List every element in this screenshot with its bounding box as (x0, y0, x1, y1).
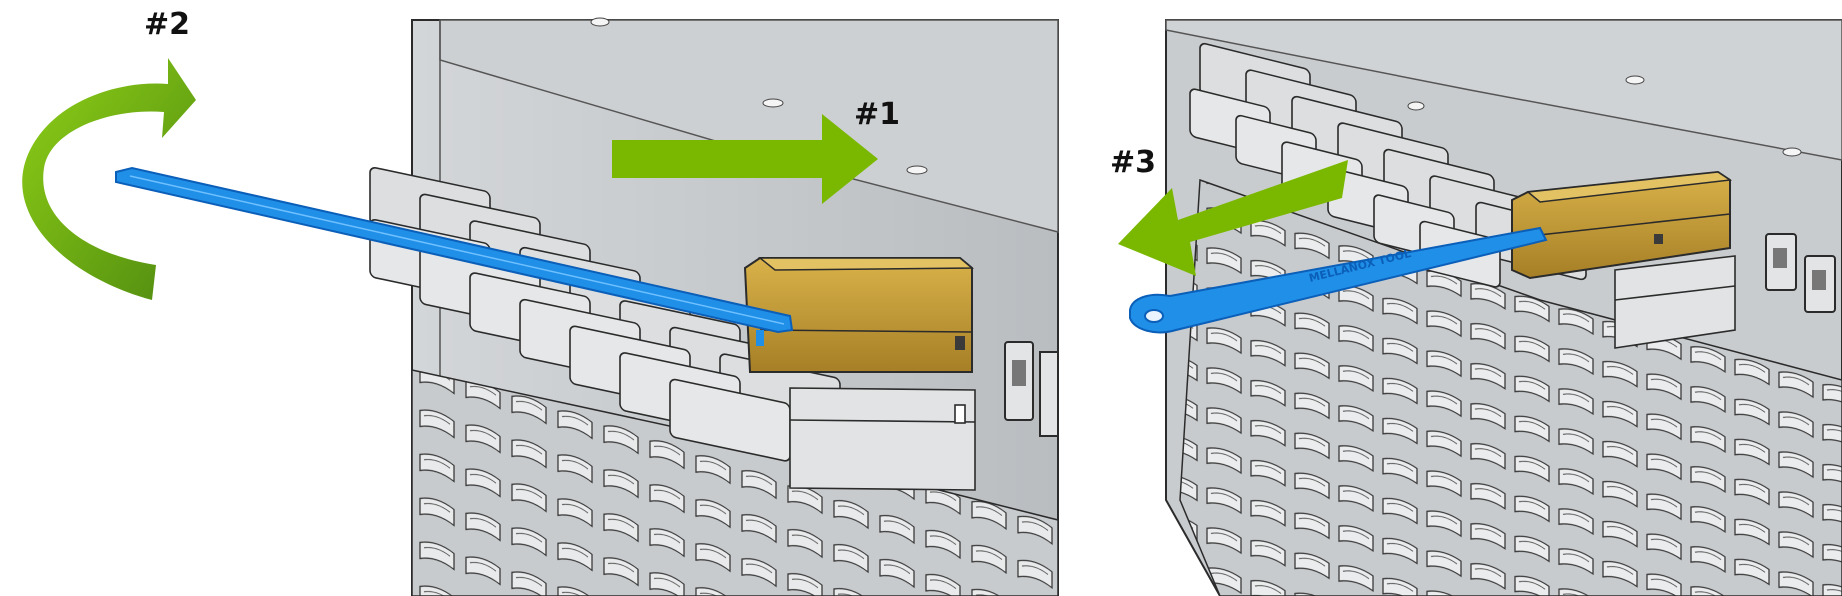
extraction-tool (115, 166, 794, 334)
pull-arrow-icon (1118, 160, 1348, 276)
rotate-arrow-icon (22, 58, 196, 300)
step-label-3: #3 (1110, 145, 1156, 180)
step-label-1: #1 (854, 97, 900, 132)
step-label-2: #2 (144, 7, 190, 42)
left-illustration: #2 #1 (22, 7, 1059, 596)
transceiver-module (1511, 170, 1733, 280)
right-illustration: MELLANOX TOOL #3 (1110, 19, 1842, 596)
push-arrow-icon (612, 114, 878, 204)
transceiver-module (743, 257, 975, 373)
right-illustration-panel: MELLANOX TOOL #3 (1070, 0, 1842, 596)
extraction-tool: MELLANOX TOOL (1129, 226, 1548, 334)
left-illustration-panel: #2 #1 (22, 7, 1059, 596)
